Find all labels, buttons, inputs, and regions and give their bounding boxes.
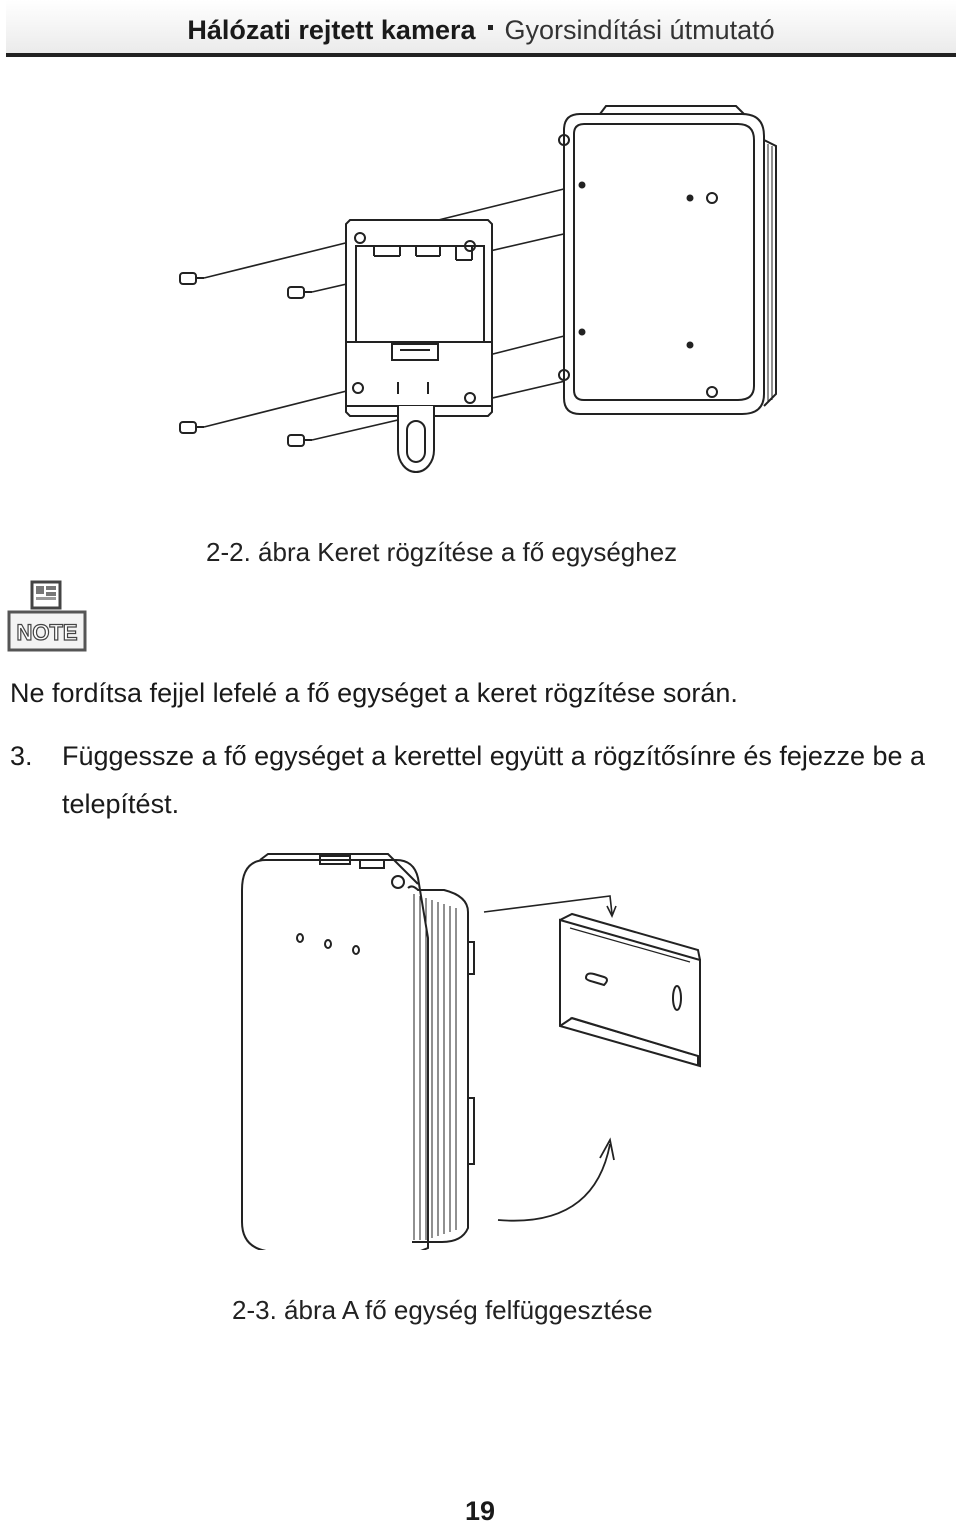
frame-mounting-illustration: [179, 105, 777, 473]
page-number: 19: [464, 1496, 496, 1526]
step-number: 3.: [10, 741, 33, 771]
note-icon: NOTE: [7, 580, 87, 652]
header-separator: [487, 24, 493, 30]
header-title: Hálózati rejtett kamera: [187, 15, 476, 45]
screw-icon: [287, 286, 312, 299]
figure-caption: 2-2. ábra Keret rögzítése a fő egységhez: [206, 537, 678, 567]
page-header: Hálózati rejtett kamera Gyorsindítási útm…: [6, 0, 956, 57]
header-subtitle: Gyorsindítási útmutató: [504, 15, 775, 45]
screw-icon: [179, 272, 204, 285]
step-text: Függessze a fő egységet a kerettel együt…: [62, 741, 926, 819]
screw-icon: [287, 434, 312, 447]
mounting-frame: [345, 219, 493, 473]
unit-hanging-illustration: [241, 853, 701, 1250]
main-unit-front: [241, 853, 475, 1250]
din-rail: [559, 912, 701, 1068]
note-icon-label: NOTE: [16, 620, 77, 645]
screw-icon: [179, 421, 204, 434]
header-text: Hálózati rejtett kamera Gyorsindítási útm…: [6, 14, 956, 46]
main-unit-back: [558, 105, 777, 415]
note-text: Ne fordítsa fejjel lefelé a fő egységet …: [10, 678, 738, 708]
figure-caption: 2-3. ábra A fő egység felfüggesztése: [232, 1295, 653, 1325]
